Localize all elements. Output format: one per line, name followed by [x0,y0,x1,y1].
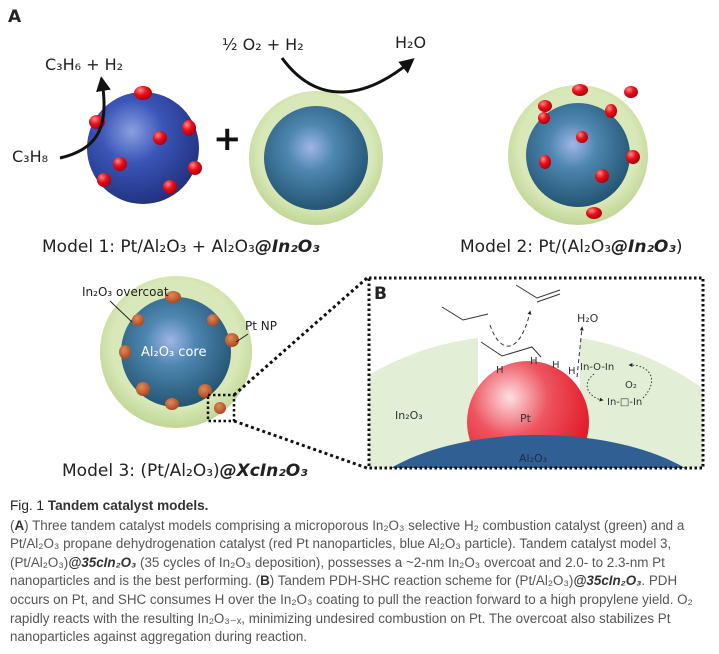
o2-label: O₂ [625,380,637,391]
caption-body: (A) Three tandem catalyst models compris… [10,517,693,645]
caption-sample-name-1: @35cIn₂O₃ [68,554,137,570]
core-label: Al₂O₃ core [141,345,206,360]
pt-np-label: Pt NP [245,319,277,333]
combustion-arrow [280,57,415,94]
caption-sample-name-2: @35cIn₂O₃ [573,573,642,589]
h-atom-3: H [552,360,560,371]
caption-title: Fig. 1 Tandem catalyst models. [10,497,715,516]
zoom-line-top [233,276,368,397]
model2-label: Model 2: Pt/(Al₂O₃@In₂O₃) [460,237,682,257]
model3-label: Model 3: (Pt/Al₂O₃)@XcIn₂O₃ [62,461,308,481]
in-o-in-label: In-O-In [580,362,614,373]
figure-illustration: A C₃H₈ C₃H₆ + H₂ + ½ O₂ + H₂ H₂O Model 1… [8,7,705,481]
al2o3-label: Al₂O₃ [519,452,547,465]
caption-panel-b-ref: B [260,573,270,589]
caption-text-3: ) Tandem PDH-SHC reaction scheme for (Pt… [269,573,574,589]
caption-panel-a-ref: A [14,517,25,533]
overcoat-label: In₂O₃ overcoat [82,285,169,299]
zoom-region-box [206,393,236,423]
water-label: H₂O [395,33,426,52]
dehydrogenation-arrow [59,76,111,160]
panel-a-label: A [8,7,22,27]
in-vacancy-in-label: In-□-In [607,397,642,408]
caption-text-4: . PDH occurs on Pt, and SHC consumes H o… [10,573,693,645]
model1-label: Model 1: Pt/Al₂O₃ + Al₂O₃@In₂O₃ [42,237,320,257]
plus-sign: + [213,119,242,159]
model3-particle [100,276,252,428]
h-atom-2: H [530,356,538,367]
caption-text-2: (35 cycles of In₂O₃ deposition), possess… [10,554,665,589]
in2o3-label: In₂O₃ [395,409,423,422]
panel-b-label: B [374,284,387,304]
figure-number: Fig. 1 [10,498,44,513]
pt-np-leader [235,333,249,343]
model1-pt-al2o3-particle [87,86,202,204]
model1-al2o3-in2o3-particle [249,91,383,225]
combustion-reactants-label: ½ O₂ + H₂ [222,35,304,54]
model2-particle [508,84,648,225]
h-atom-4: H [568,366,576,377]
panel-b-frame [367,276,705,470]
h2o-product-label: H₂O [577,312,599,325]
pt-label: Pt [520,412,532,425]
propylene-h2-label: C₃H₆ + H₂ [45,55,123,74]
figure-caption: Fig. 1 Tandem catalyst models. (A) Three… [10,497,715,647]
h-atom-1: H [496,365,504,376]
panel-b-scheme [369,278,703,468]
propane-label: C₃H₈ [12,147,48,166]
overcoat-leader [109,300,133,323]
caption-title-text: Tandem catalyst models. [47,498,209,513]
caption-text-1: ) Three tandem catalyst models comprisin… [10,517,685,570]
